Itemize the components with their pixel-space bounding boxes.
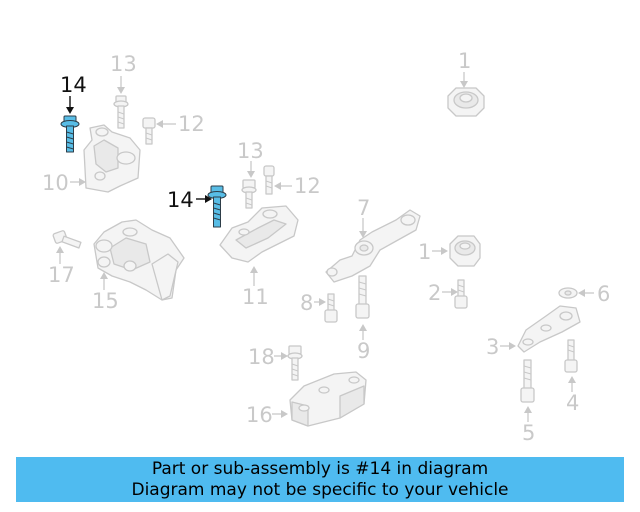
part-14-bolt-left[interactable] — [60, 115, 80, 153]
callout-17: 17 — [48, 263, 75, 287]
callout-12-middle: 12 — [294, 174, 321, 198]
callout-16: 16 — [246, 403, 273, 427]
part-14-bolt-middle[interactable] — [207, 185, 227, 228]
callout-3: 3 — [486, 335, 499, 359]
callout-5: 5 — [522, 421, 535, 445]
part-3-bracket[interactable] — [517, 305, 581, 353]
callout-7: 7 — [357, 196, 370, 220]
leader-lines — [56, 72, 594, 422]
part-7-torque-rod[interactable] — [325, 209, 421, 283]
part-4-bolt[interactable] — [564, 339, 578, 373]
banner-line-2: Diagram may not be specific to your vehi… — [131, 479, 509, 500]
part-17-bolt[interactable] — [52, 230, 82, 249]
part-8-bolt[interactable] — [324, 293, 338, 323]
part-13-bolt-upper[interactable] — [113, 95, 129, 129]
callout-10: 10 — [42, 171, 69, 195]
callout-1-upper: 1 — [458, 49, 471, 73]
part-12-bolt-middle[interactable] — [263, 165, 275, 195]
part-6-washer[interactable] — [558, 287, 578, 299]
callout-9: 9 — [357, 339, 370, 363]
callout-11: 11 — [242, 285, 269, 309]
part-11-bracket-plate[interactable] — [219, 205, 299, 263]
callout-8: 8 — [300, 291, 313, 315]
callout-4: 4 — [566, 391, 579, 415]
callout-14-middle: 14 — [167, 188, 194, 212]
callout-12-upper: 12 — [178, 112, 205, 136]
part-18-bolt[interactable] — [287, 345, 303, 381]
callout-6: 6 — [597, 282, 610, 306]
part-2-bolt[interactable] — [454, 279, 468, 309]
callout-15: 15 — [92, 289, 119, 313]
part-13-bolt-middle[interactable] — [241, 179, 257, 209]
part-1-bushing-lower[interactable] — [449, 235, 481, 267]
callout-2: 2 — [428, 281, 441, 305]
part-9-bolt[interactable] — [355, 275, 370, 319]
part-15-mount-body[interactable] — [93, 219, 185, 301]
callout-13-upper: 13 — [110, 52, 137, 76]
part-16-mount-block[interactable] — [289, 371, 367, 427]
part-10-mount-bracket[interactable] — [83, 124, 141, 193]
callout-1-lower: 1 — [418, 240, 431, 264]
disclaimer-banner: Part or sub-assembly is #14 in diagram D… — [16, 457, 624, 502]
part-5-bolt[interactable] — [520, 359, 535, 403]
parts-diagram: 14 13 12 10 1 14 13 12 7 17 15 11 1 2 6 … — [42, 49, 610, 445]
callout-13-middle: 13 — [237, 139, 264, 163]
callout-14-left: 14 — [60, 73, 87, 97]
banner-line-1: Part or sub-assembly is #14 in diagram — [151, 458, 489, 479]
part-1-bushing-upper[interactable] — [447, 87, 485, 117]
part-12-bolt-upper[interactable] — [142, 117, 156, 145]
callout-18: 18 — [248, 345, 275, 369]
